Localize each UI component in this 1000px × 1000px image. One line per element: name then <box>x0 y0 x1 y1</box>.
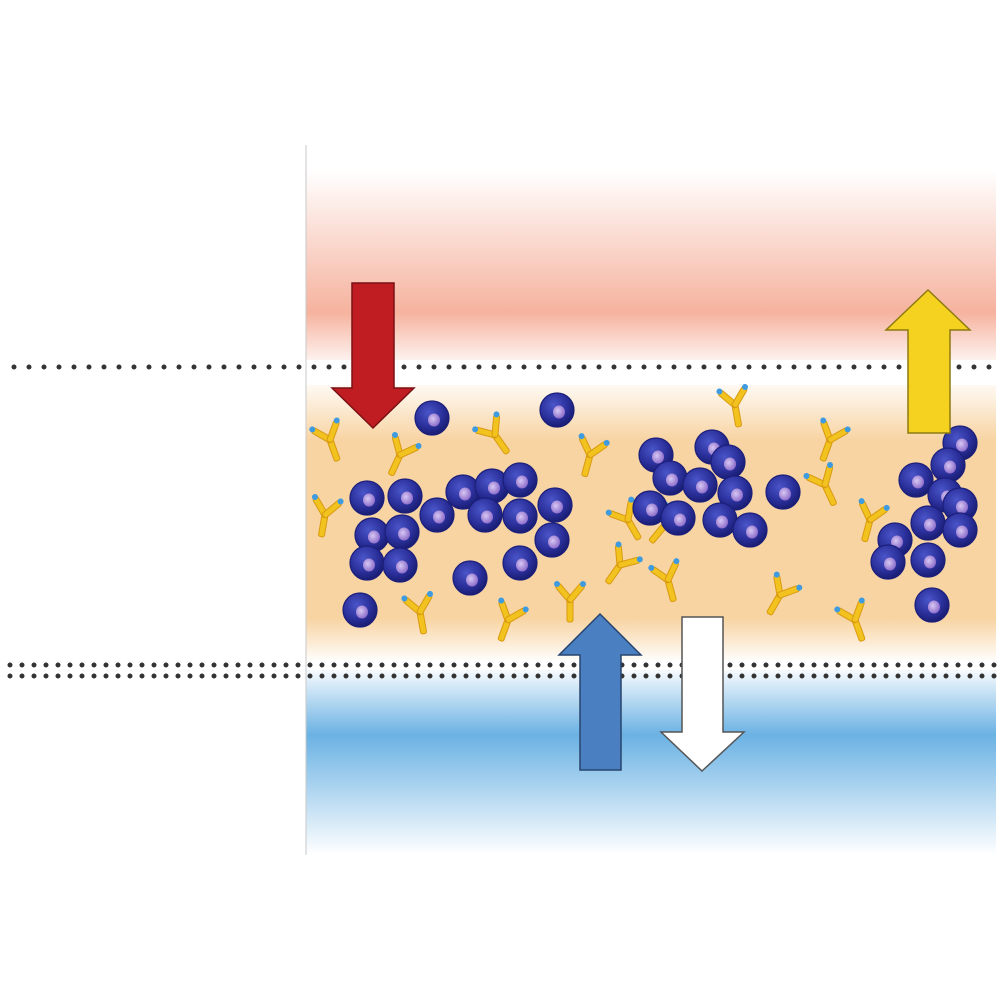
cell-icon <box>384 514 420 550</box>
red-down-arrow <box>330 282 416 430</box>
antibody-icon <box>605 541 643 585</box>
cell-icon <box>382 547 418 583</box>
cell-icon <box>898 462 934 498</box>
cell-icon <box>732 512 768 548</box>
yellow-up-arrow <box>884 288 972 434</box>
cell-icon <box>870 544 906 580</box>
cell-icon <box>414 400 450 436</box>
cell-icon <box>910 505 946 541</box>
cell-icon <box>914 587 950 623</box>
cell-icon <box>452 560 488 596</box>
antibody-icon <box>388 432 422 477</box>
antibody-icon <box>309 417 341 462</box>
antibody-icon <box>311 493 344 538</box>
cell-icon <box>537 487 573 523</box>
cell-icon <box>765 474 801 510</box>
antibody-icon <box>648 558 680 603</box>
cell-icon <box>534 522 570 558</box>
cell-icon <box>942 512 978 548</box>
cell-icon <box>445 474 481 510</box>
antibody-icon <box>716 383 749 428</box>
antibody-icon <box>858 498 890 543</box>
cell-icon <box>467 497 503 533</box>
cell-icon <box>349 545 385 581</box>
cell-icon <box>349 480 385 516</box>
cell-icon <box>682 467 718 503</box>
white-down-arrow <box>659 616 746 773</box>
antibody-icon <box>766 571 803 616</box>
antibody-icon <box>819 417 851 462</box>
cell-icon <box>539 392 575 428</box>
cell-icon <box>910 542 946 578</box>
antibody-icon <box>497 597 529 642</box>
top-band <box>306 170 996 360</box>
cell-icon <box>387 478 423 514</box>
cell-icon <box>342 592 378 628</box>
cell-icon <box>660 500 696 536</box>
antibody-icon <box>605 496 642 541</box>
cell-icon <box>502 462 538 498</box>
cell-icon <box>502 545 538 581</box>
cell-icon <box>419 497 455 533</box>
cell-group <box>342 392 978 628</box>
cell-icon <box>702 502 738 538</box>
bottom-band <box>306 670 996 855</box>
cell-icon <box>652 460 688 496</box>
blue-up-arrow <box>557 612 643 771</box>
antibody-icon <box>554 581 586 623</box>
antibody-icon <box>578 433 610 478</box>
antibody-icon <box>803 462 837 507</box>
cell-icon <box>717 475 753 511</box>
antibody-icon <box>401 590 434 635</box>
cell-icon <box>930 447 966 483</box>
cell-icon <box>502 498 538 534</box>
antibody-icon <box>834 597 866 642</box>
antibody-group <box>309 383 890 642</box>
antibody-icon <box>472 411 510 455</box>
cell-icon <box>710 444 746 480</box>
